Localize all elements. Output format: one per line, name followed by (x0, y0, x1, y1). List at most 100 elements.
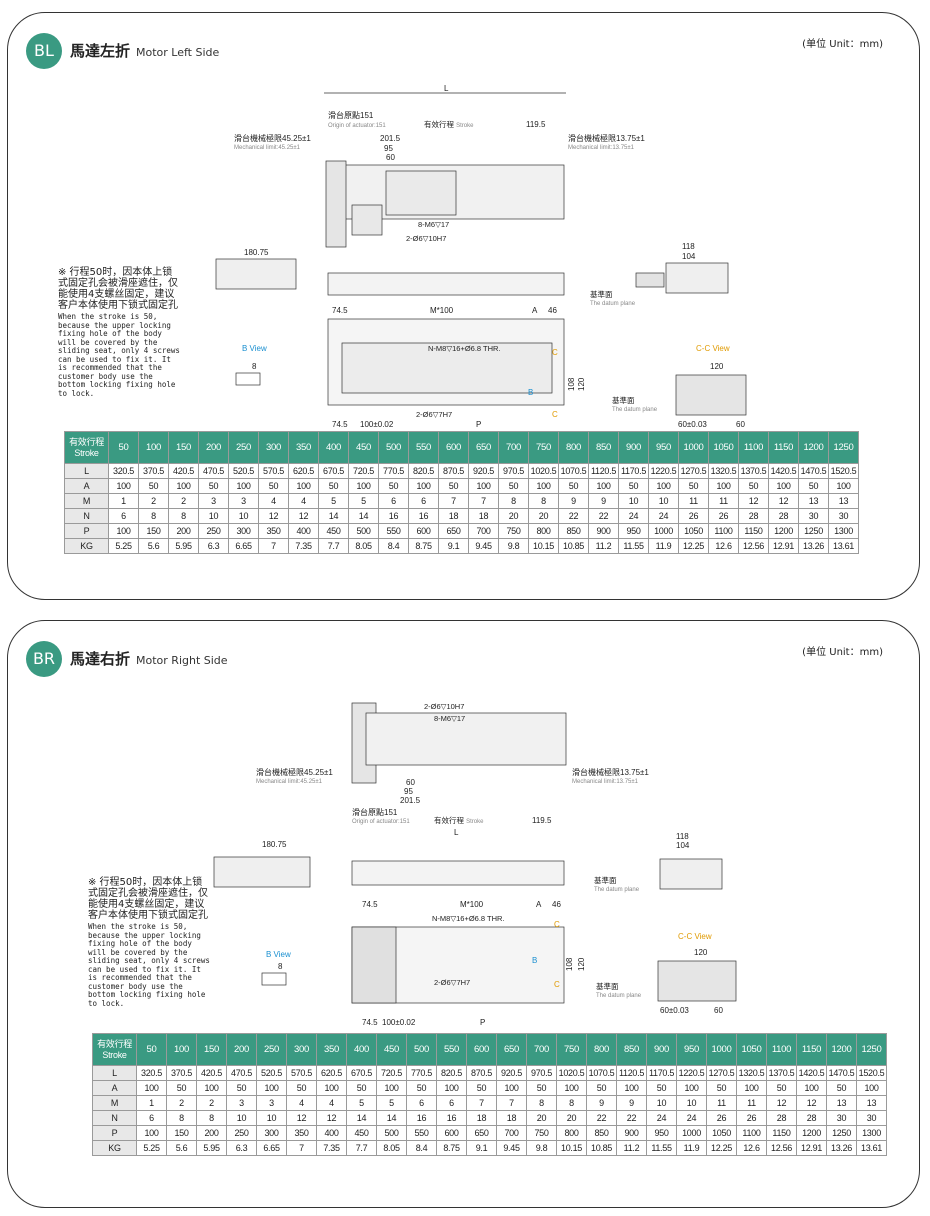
table-cell: 10 (646, 1095, 677, 1111)
table-cell: 200 (168, 523, 199, 539)
table-cell: 5 (318, 493, 349, 509)
table-cell: 100 (856, 1080, 887, 1096)
table-cell: 100 (136, 1125, 167, 1141)
table-cell: 950 (618, 523, 649, 539)
table-cell: 18 (496, 1110, 527, 1126)
table-cell: 550 (378, 523, 409, 539)
table-cell: 100 (708, 478, 739, 494)
svg-text:B View: B View (242, 344, 267, 353)
table-cell: 520.5 (228, 463, 259, 479)
table-cell: 100 (468, 478, 499, 494)
svg-text:2-Ø6▽10H7: 2-Ø6▽10H7 (424, 702, 464, 711)
table-cell: 450 (346, 1125, 377, 1141)
svg-text:有效行程 Stroke: 有效行程 Stroke (434, 815, 484, 825)
table-cell: 850 (558, 523, 589, 539)
table-cell: 4 (288, 493, 319, 509)
table-cell: 300 (228, 523, 259, 539)
table-cell: 550 (406, 1125, 437, 1141)
table-cell: 50 (198, 478, 229, 494)
table-cell: 100 (616, 1080, 647, 1096)
svg-text:119.5: 119.5 (526, 120, 546, 129)
table-cell: 100 (108, 523, 139, 539)
table-cell: 3 (198, 493, 229, 509)
table-cell: 750 (498, 523, 529, 539)
svg-text:201.5: 201.5 (400, 796, 421, 805)
table-cell: 13 (856, 1095, 887, 1111)
table-cell: 50 (318, 478, 349, 494)
table-cell: 1250 (826, 1125, 857, 1141)
table-cell: 8 (498, 493, 529, 509)
table-cell: 10 (676, 1095, 707, 1111)
table-cell: 770.5 (378, 463, 409, 479)
table-cell: 7.7 (346, 1140, 377, 1156)
table-cell: 100 (648, 478, 679, 494)
technical-drawing: L 滑台原點151 Origin of actuator:151 有效行程 St… (215, 84, 747, 428)
table-cell: 650 (466, 1125, 497, 1141)
svg-text:N-M8▽16+Ø6.8 THR.: N-M8▽16+Ø6.8 THR. (432, 914, 505, 923)
svg-text:2-Ø6▽7H7: 2-Ø6▽7H7 (434, 978, 470, 987)
table-cell: 1 (108, 493, 139, 509)
table-cell: 28 (768, 508, 799, 524)
table-cell: 50 (738, 478, 769, 494)
table-cell: 13.26 (798, 538, 829, 554)
table-cell: 22 (616, 1110, 647, 1126)
svg-text:M*100: M*100 (460, 900, 484, 909)
table-cell: 6 (378, 493, 409, 509)
table-cell: 1250 (798, 523, 829, 539)
table-cell: 9 (586, 1095, 617, 1111)
svg-text:滑台原點151: 滑台原點151 (328, 110, 374, 120)
table-cell: 12.91 (796, 1140, 827, 1156)
table-cell: 1020.5 (556, 1065, 587, 1081)
table-cell: 12 (766, 1095, 797, 1111)
table-cell: 100 (168, 478, 199, 494)
table-cell: 1300 (828, 523, 859, 539)
table-cell: 1470.5 (798, 463, 829, 479)
table-cell: 100 (228, 478, 259, 494)
table-cell: 1370.5 (738, 463, 769, 479)
table-cell: 350 (258, 523, 289, 539)
table-cell: 4 (286, 1095, 317, 1111)
table-cell: 7 (286, 1140, 317, 1156)
table-cell: 11.2 (616, 1140, 647, 1156)
svg-text:108: 108 (565, 957, 574, 971)
table-cell: 12 (768, 493, 799, 509)
table-cell: 14 (346, 1110, 377, 1126)
table-cell: 970.5 (526, 1065, 557, 1081)
table-cell: 400 (288, 523, 319, 539)
table-cell: 1420.5 (768, 463, 799, 479)
table-cell: 50 (498, 478, 529, 494)
table-cell: 1100 (708, 523, 739, 539)
unit-label: (单位 Unit：mm) (802, 647, 883, 658)
table-cell: 30 (828, 508, 859, 524)
svg-text:Mechanical limit:45.25±1: Mechanical limit:45.25±1 (256, 779, 323, 785)
table-cell: 50 (286, 1080, 317, 1096)
table-cell: 12 (258, 508, 289, 524)
table-cell: 1050 (678, 523, 709, 539)
table-cell: 670.5 (318, 463, 349, 479)
stroke-note: ※ 行程50时，因本体上锁式固定孔会被滑座遮住，仅能使用4支螺丝固定，建议客户本… (88, 877, 210, 1008)
table-cell: 150 (166, 1125, 197, 1141)
svg-text:95: 95 (384, 144, 393, 153)
table-cell: 320.5 (108, 463, 139, 479)
table-cell: 24 (618, 508, 649, 524)
table-cell: 1170.5 (618, 463, 649, 479)
svg-text:滑台機械極限13.75±1: 滑台機械極限13.75±1 (568, 133, 645, 143)
table-cell: 26 (678, 508, 709, 524)
svg-text:The datum plane: The datum plane (596, 993, 642, 999)
table-cell: 50 (678, 478, 709, 494)
svg-text:The datum plane: The datum plane (590, 301, 636, 307)
table-cell: 50 (526, 1080, 557, 1096)
table-cell: 14 (376, 1110, 407, 1126)
table-cell: 30 (798, 508, 829, 524)
svg-text:74.5: 74.5 (332, 306, 348, 315)
table-cell: 2 (138, 493, 169, 509)
svg-text:46: 46 (548, 306, 557, 315)
svg-text:74.5: 74.5 (362, 900, 378, 909)
svg-text:M*100: M*100 (430, 306, 454, 315)
table-cell: 9.8 (526, 1140, 557, 1156)
